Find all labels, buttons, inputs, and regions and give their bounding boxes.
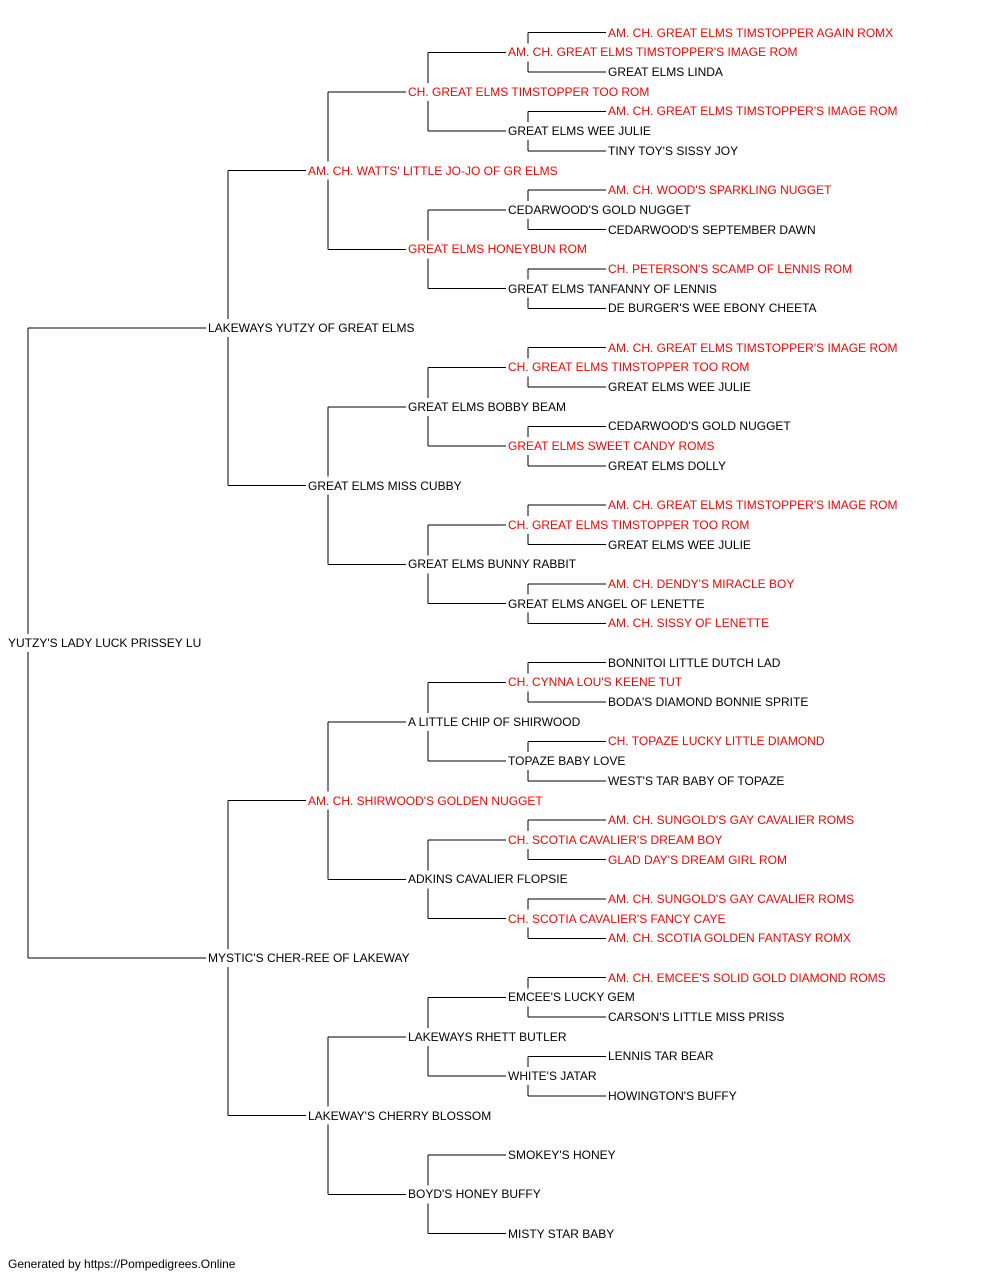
dam-name: GREAT ELMS SWEET CANDY ROMS <box>508 439 715 454</box>
dam-name: HOWINGTON'S BUFFY <box>608 1088 737 1103</box>
dam-name: GREAT ELMS HONEYBUN ROM <box>408 242 587 257</box>
generated-by-footer: Generated by https://Pompedigrees.Online <box>8 1257 236 1271</box>
sire-name: CH. PETERSON'S SCAMP OF LENNIS ROM <box>608 261 853 276</box>
dam-name: GREAT ELMS LINDA <box>608 65 723 80</box>
sire-name: BONNITOI LITTLE DUTCH LAD <box>608 655 781 670</box>
sire-name: AM. CH. GREAT ELMS TIMSTOPPER'S IMAGE RO… <box>508 45 798 60</box>
sire-name: AM. CH. GREAT ELMS TIMSTOPPER'S IMAGE RO… <box>608 340 898 355</box>
dam-name: ADKINS CAVALIER FLOPSIE <box>408 872 568 887</box>
dam-name: MYSTIC'S CHER-REE OF LAKEWAY <box>208 951 410 965</box>
dam-name: DE BURGER'S WEE EBONY CHEETA <box>608 301 817 316</box>
sire-name: AM. CH. GREAT ELMS TIMSTOPPER'S IMAGE RO… <box>608 498 898 513</box>
sire-name: AM. CH. DENDY'S MIRACLE BOY <box>608 576 795 591</box>
dam-name: TINY TOY'S SISSY JOY <box>608 143 739 158</box>
sire-name: CH. CYNNA LOU'S KEENE TUT <box>508 675 683 690</box>
sire-name: AM. CH. SHIRWOOD'S GOLDEN NUGGET <box>308 793 543 808</box>
dam-name: CARSON'S LITTLE MISS PRISS <box>608 1010 785 1025</box>
sire-name: AM. CH. GREAT ELMS TIMSTOPPER AGAIN ROMX <box>608 25 894 40</box>
dam-name: GLAD DAY'S DREAM GIRL ROM <box>608 852 787 867</box>
dam-name: AM. CH. SCOTIA GOLDEN FANTASY ROMX <box>608 931 851 946</box>
dam-name: CH. SCOTIA CAVALIER'S FANCY CAYE <box>508 911 726 926</box>
sire-name: CH. GREAT ELMS TIMSTOPPER TOO ROM <box>508 517 750 532</box>
dam-name: CEDARWOOD'S SEPTEMBER DAWN <box>608 222 816 237</box>
sire-name: CH. GREAT ELMS TIMSTOPPER TOO ROM <box>508 360 750 375</box>
dam-name: GREAT ELMS TANFANNY OF LENNIS <box>508 281 717 296</box>
dam-name: GREAT ELMS WEE JULIE <box>508 124 651 139</box>
dam-name: TOPAZE BABY LOVE <box>508 754 626 769</box>
sire-name: AM. CH. EMCEE'S SOLID GOLD DIAMOND ROMS <box>608 970 886 985</box>
dam-name: MISTY STAR BABY <box>508 1226 615 1241</box>
sire-name: AM. CH. WOOD'S SPARKLING NUGGET <box>608 183 832 198</box>
sire-name: AM. CH. SUNGOLD'S GAY CAVALIER ROMS <box>608 891 855 906</box>
dam-name: LAKEWAY'S CHERRY BLOSSOM <box>308 1108 492 1123</box>
dam-name: WEST'S TAR BABY OF TOPAZE <box>608 773 785 788</box>
subject-dog-name: YUTZY'S LADY LUCK PRISSEY LU <box>8 636 202 650</box>
sire-name: AM. CH. GREAT ELMS TIMSTOPPER'S IMAGE RO… <box>608 104 898 119</box>
dam-name: GREAT ELMS DOLLY <box>608 458 727 473</box>
sire-name: LAKEWAYS RHETT BUTLER <box>408 1029 567 1044</box>
dam-name: AM. CH. SISSY OF LENETTE <box>608 616 770 631</box>
sire-name: GREAT ELMS BOBBY BEAM <box>408 399 567 414</box>
sire-name: CH. TOPAZE LUCKY LITTLE DIAMOND <box>608 734 825 749</box>
sire-name: LENNIS TAR BEAR <box>608 1049 714 1064</box>
dam-name: BOYD'S HONEY BUFFY <box>408 1187 541 1202</box>
sire-name: CEDARWOOD'S GOLD NUGGET <box>508 202 691 217</box>
dam-name: GREAT ELMS WEE JULIE <box>608 537 751 552</box>
dam-name: BODA'S DIAMOND BONNIE SPRITE <box>608 695 809 710</box>
sire-name: LAKEWAYS YUTZY OF GREAT ELMS <box>208 321 415 335</box>
dam-name: GREAT ELMS WEE JULIE <box>608 380 751 395</box>
sire-name: EMCEE'S LUCKY GEM <box>508 990 635 1005</box>
sire-name: A LITTLE CHIP OF SHIRWOOD <box>408 714 581 729</box>
sire-name: CEDARWOOD'S GOLD NUGGET <box>608 419 791 434</box>
sire-name: CH. GREAT ELMS TIMSTOPPER TOO ROM <box>408 84 650 99</box>
dam-name: GREAT ELMS ANGEL OF LENETTE <box>508 596 705 611</box>
sire-name: CH. SCOTIA CAVALIER'S DREAM BOY <box>508 832 723 847</box>
dam-name: WHITE'S JATAR <box>508 1069 597 1084</box>
sire-name: AM. CH. WATTS' LITTLE JO-JO OF GR ELMS <box>308 163 558 178</box>
dam-name: GREAT ELMS BUNNY RABBIT <box>408 557 577 572</box>
dam-name: GREAT ELMS MISS CUBBY <box>308 478 462 493</box>
sire-name: AM. CH. SUNGOLD'S GAY CAVALIER ROMS <box>608 813 855 828</box>
sire-name: SMOKEY'S HONEY <box>508 1147 616 1162</box>
